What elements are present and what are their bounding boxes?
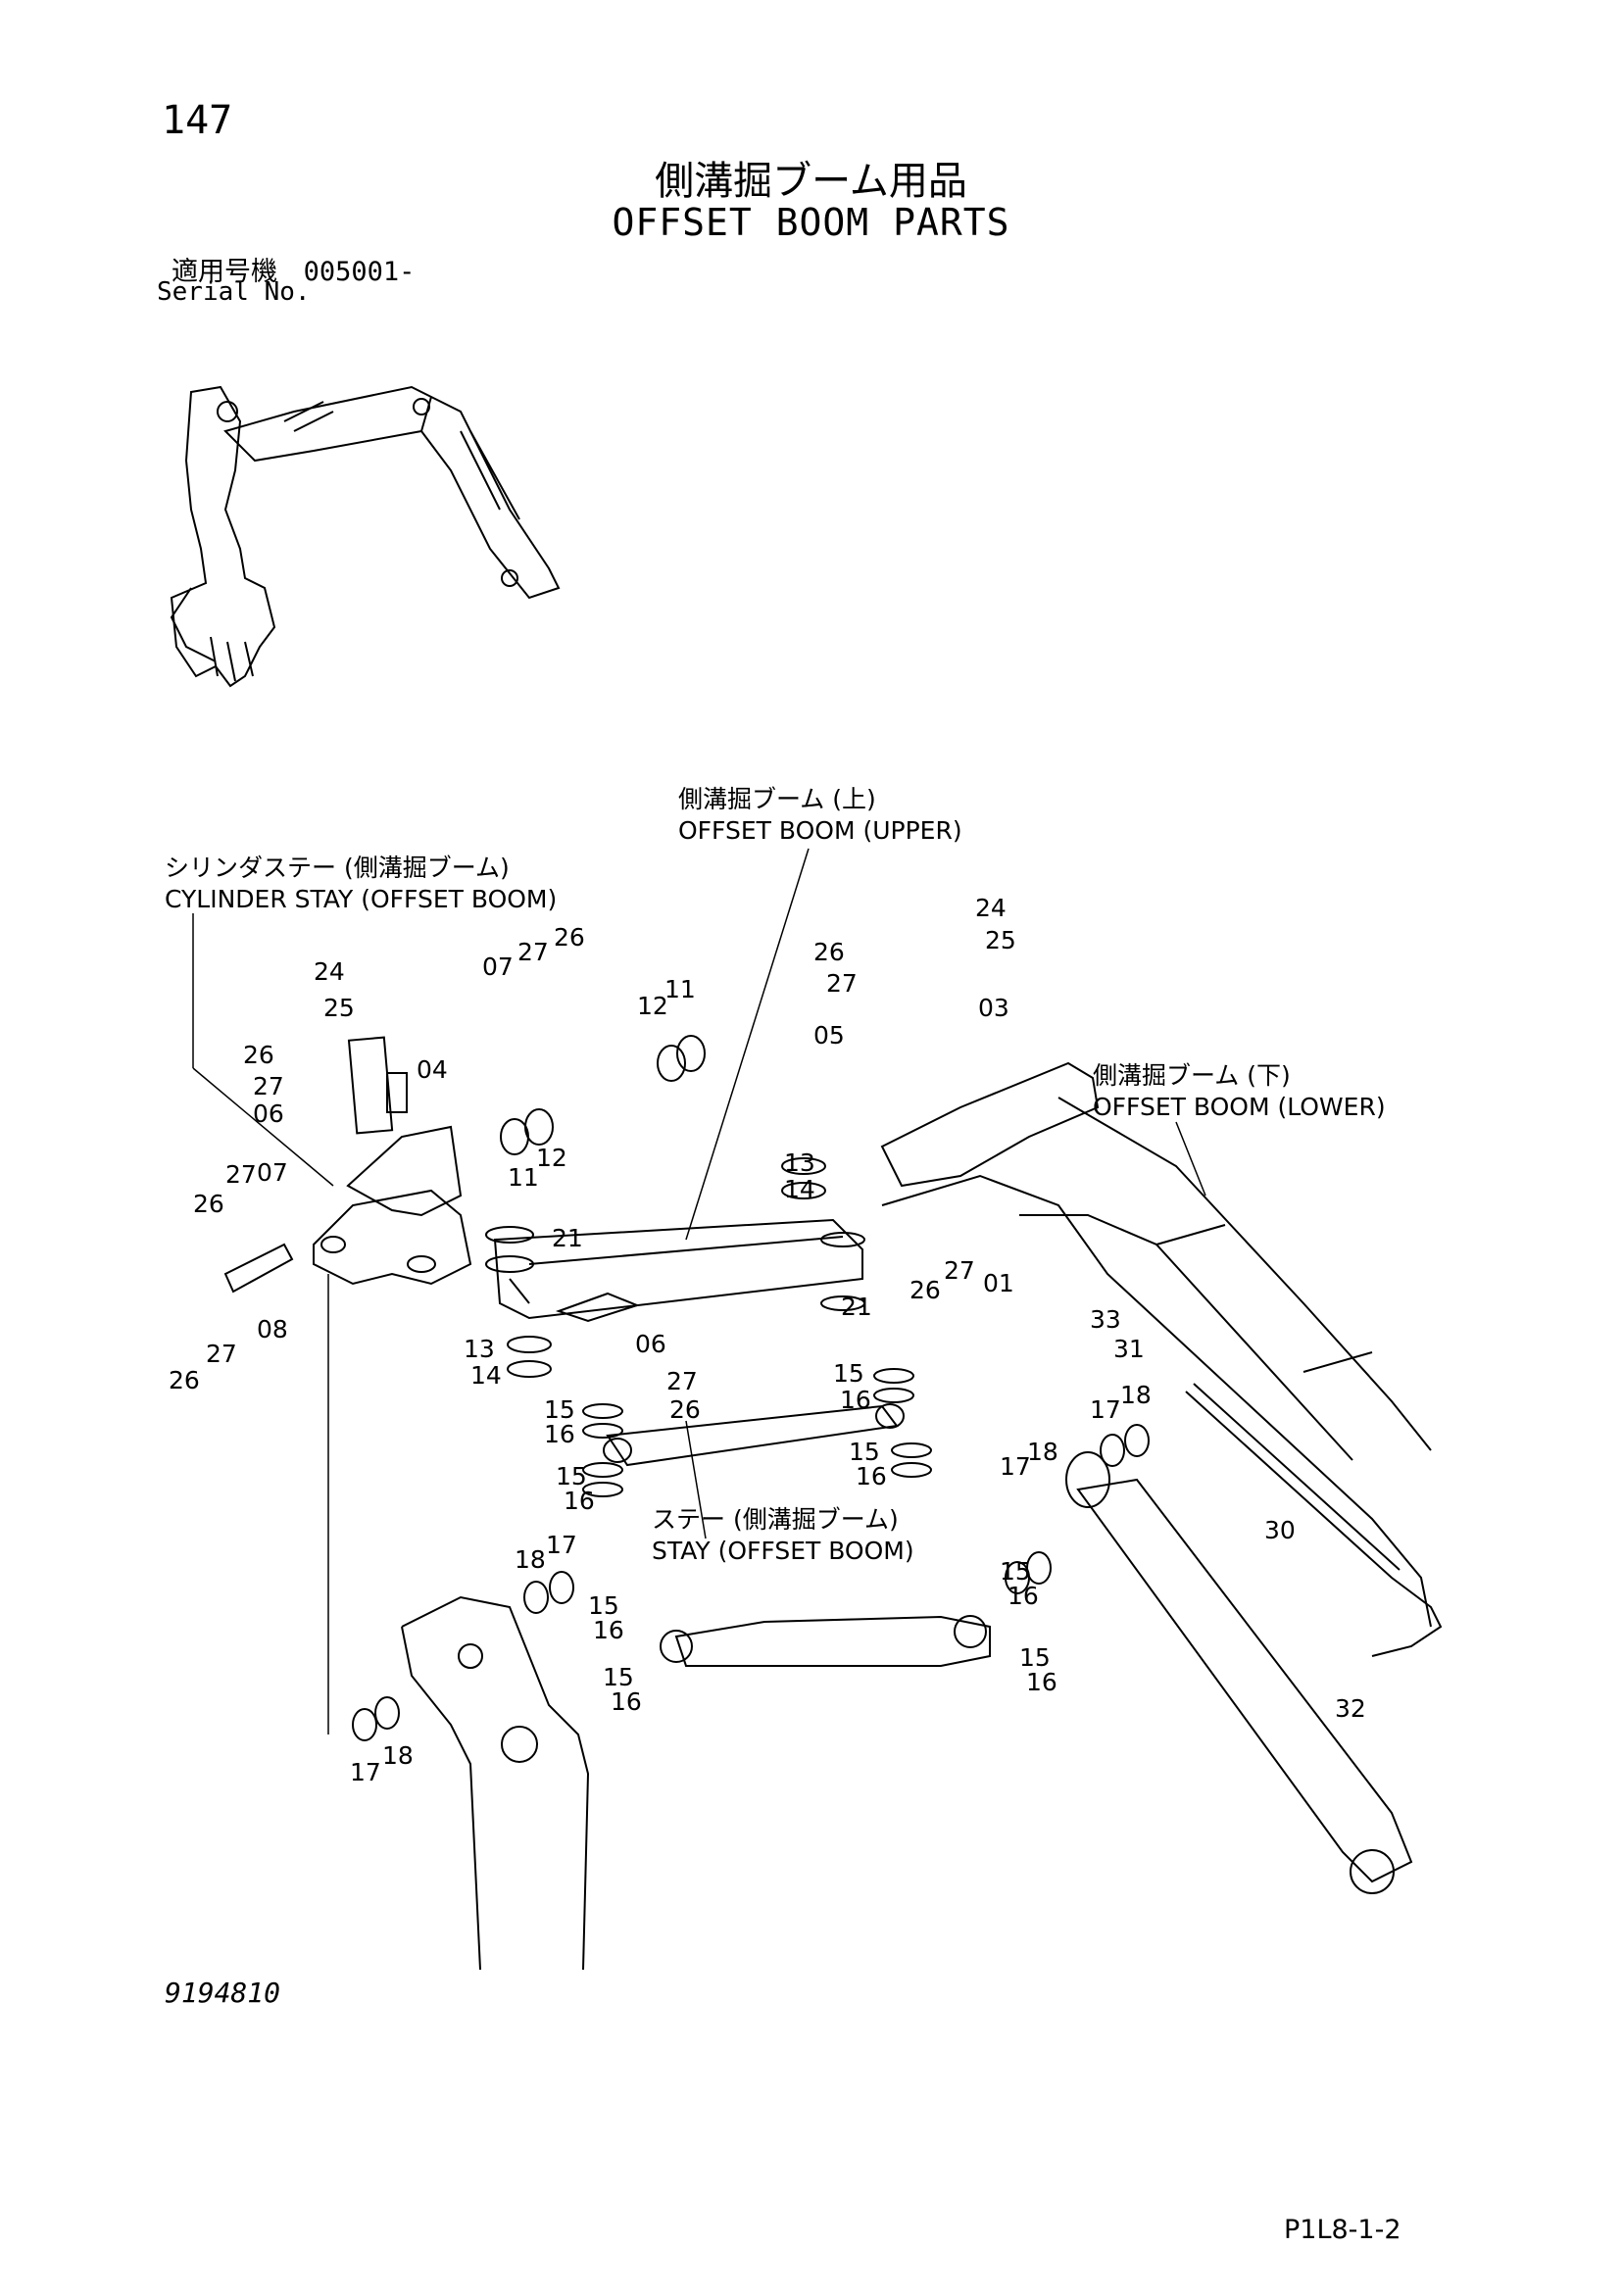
part-label: 13 <box>784 1148 815 1177</box>
part-label: 18 <box>382 1741 414 1770</box>
part-label: 24 <box>314 957 345 986</box>
part-label: 15 <box>849 1438 880 1466</box>
part-label: 15 <box>588 1591 619 1620</box>
part-label: 14 <box>470 1361 502 1390</box>
washer-shapes <box>352 1035 1150 1741</box>
part-label: 25 <box>323 994 355 1022</box>
offset-boom-upper <box>493 1218 865 1323</box>
part-label: 16 <box>1026 1668 1057 1696</box>
part-label: 16 <box>564 1487 595 1515</box>
lower-arm <box>401 1595 590 1971</box>
part-label: 17 <box>1090 1395 1121 1424</box>
page-code: P1L8-1-2 <box>1284 2215 1401 2245</box>
serial-value: 005001- <box>303 257 416 287</box>
part-label: 15 <box>603 1663 634 1691</box>
part-label: 27 <box>666 1367 698 1395</box>
hydraulic-cylinder <box>1065 1451 1413 1894</box>
part-label: 33 <box>1090 1305 1121 1334</box>
part-label: 14 <box>784 1175 815 1203</box>
part-label: 27 <box>225 1160 257 1189</box>
serial-label-jp-text: 適用号機 <box>172 257 277 287</box>
part-label: 16 <box>611 1687 642 1716</box>
page-title-english: OFFSET BOOM PARTS <box>612 201 1010 244</box>
part-label: 16 <box>544 1420 575 1448</box>
part-label: 27 <box>253 1072 284 1100</box>
part-label: 15 <box>1000 1557 1031 1586</box>
callout-offset-boom-lower-en: OFFSET BOOM (LOWER) <box>1093 1093 1386 1121</box>
callout-offset-boom-lower-jp: 側溝掘ブーム (下) <box>1093 1061 1291 1090</box>
callout-cylinder-stay-en: CYLINDER STAY (OFFSET BOOM) <box>165 885 558 913</box>
part-label: 12 <box>637 992 668 1020</box>
part-label: 25 <box>985 926 1016 954</box>
part-label: 07 <box>257 1158 288 1187</box>
part-label: 27 <box>826 969 858 998</box>
part-label: 04 <box>417 1055 448 1084</box>
part-label: 16 <box>593 1616 624 1644</box>
part-label: 26 <box>669 1395 701 1424</box>
part-label: 06 <box>253 1099 284 1128</box>
cylinder-stay-bracket <box>223 1036 472 1294</box>
serial-label-japanese: 適用号機 005001- <box>172 250 415 288</box>
part-label: 26 <box>554 923 585 952</box>
part-label: 17 <box>546 1531 577 1559</box>
pipe <box>1185 1383 1443 1657</box>
part-label: 15 <box>833 1359 864 1388</box>
part-label: 27 <box>517 938 549 966</box>
part-label: 26 <box>243 1041 274 1069</box>
excavator-overview-illustration <box>170 385 561 688</box>
part-label: 32 <box>1335 1694 1366 1723</box>
stay-rod <box>603 1403 905 1467</box>
part-label: 11 <box>508 1163 539 1192</box>
part-label: 15 <box>556 1462 587 1490</box>
part-label: 16 <box>840 1386 871 1414</box>
part-label: 26 <box>813 938 845 966</box>
part-label: 24 <box>975 894 1007 922</box>
callout-stay-jp: ステー (側溝掘ブーム) <box>652 1505 899 1534</box>
part-label: 15 <box>544 1395 575 1424</box>
part-label: 31 <box>1113 1335 1145 1363</box>
part-label: 26 <box>193 1190 224 1218</box>
part-label: 08 <box>257 1315 288 1343</box>
part-label: 06 <box>635 1330 666 1358</box>
part-label: 16 <box>1008 1582 1039 1610</box>
part-label: 05 <box>813 1021 845 1050</box>
part-label: 21 <box>841 1293 872 1321</box>
callout-offset-boom-upper-jp: 側溝掘ブーム (上) <box>678 785 876 813</box>
leader-lines <box>192 848 1206 1734</box>
callout-cylinder-stay-jp: シリンダステー (側溝掘ブーム) <box>165 854 510 882</box>
part-label: 26 <box>909 1276 941 1304</box>
part-label: 17 <box>350 1758 381 1786</box>
part-label: 16 <box>856 1462 887 1490</box>
part-number-labels: 24 25 26 27 06 04 07 27 26 12 11 11 12 2… <box>169 894 1366 1786</box>
page-number: 147 <box>162 98 233 143</box>
part-label: 13 <box>464 1335 495 1363</box>
offset-boom-lower <box>880 1061 1432 1628</box>
page-title-japanese: 側溝掘ブーム用品 <box>655 159 967 204</box>
part-label: 26 <box>169 1366 200 1394</box>
stay-cylinder <box>660 1615 991 1667</box>
part-label: 27 <box>944 1256 975 1285</box>
callout-offset-boom-upper-en: OFFSET BOOM (UPPER) <box>678 816 962 845</box>
part-label: 01 <box>983 1269 1014 1297</box>
part-label: 03 <box>978 994 1009 1022</box>
figure-code: 9194810 <box>165 1977 281 2009</box>
part-label: 12 <box>536 1144 567 1172</box>
part-label: 21 <box>552 1224 583 1252</box>
part-label: 27 <box>206 1340 237 1368</box>
part-label: 18 <box>1120 1381 1152 1409</box>
part-label: 30 <box>1264 1516 1296 1544</box>
part-label: 15 <box>1019 1643 1051 1672</box>
part-label: 11 <box>664 975 696 1003</box>
part-label: 18 <box>1027 1438 1058 1466</box>
serial-label-english: Serial No. <box>157 277 311 307</box>
part-label: 17 <box>1000 1452 1031 1481</box>
part-label: 07 <box>482 953 514 981</box>
callout-stay-en: STAY (OFFSET BOOM) <box>652 1537 914 1565</box>
part-label: 18 <box>515 1545 546 1574</box>
